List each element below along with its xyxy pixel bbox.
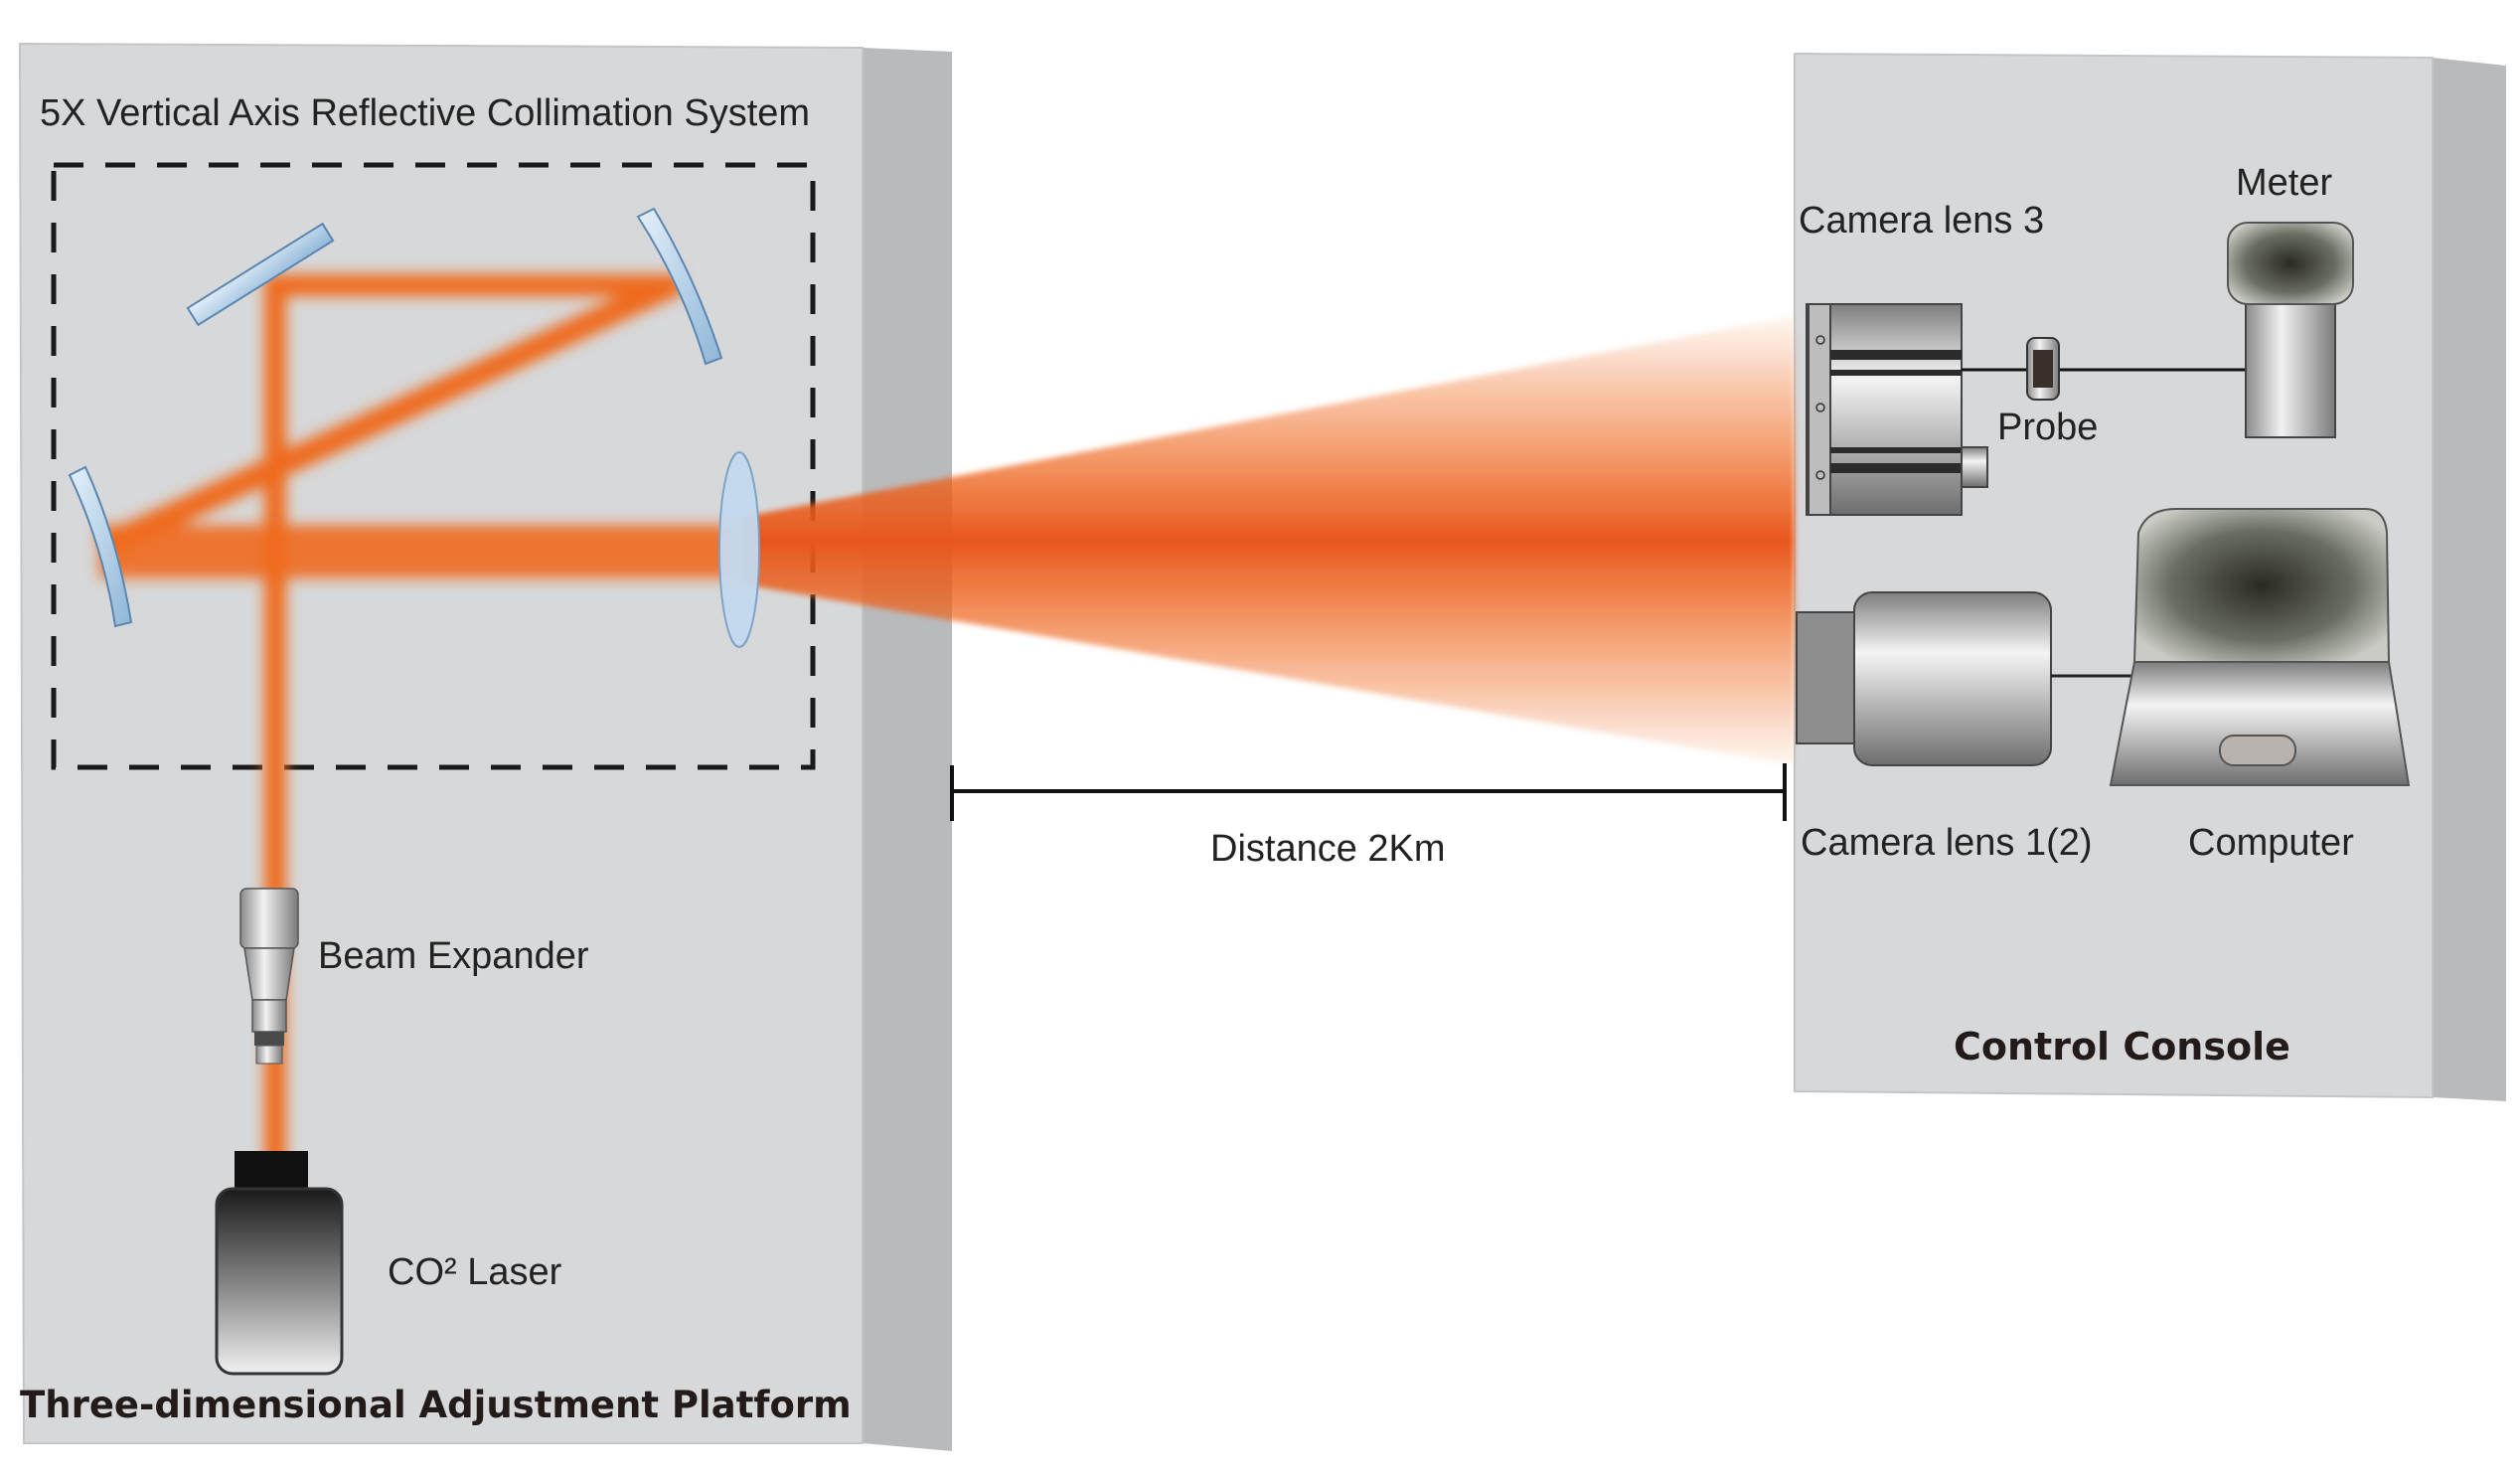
computer-label: Computer	[2188, 822, 2354, 864]
distance-label: Distance 2Km	[1210, 828, 1446, 870]
beam-expander-icon	[239, 888, 299, 1065]
camera-lens-3-icon	[1806, 303, 1988, 516]
platform-label: Three-dimensional Adjustment Platform	[20, 1384, 852, 1426]
beam-expander-label: Beam Expander	[318, 935, 589, 977]
camera-lens-1-2-icon	[1796, 591, 2052, 766]
probe-label: Probe	[1997, 407, 2098, 448]
mirror-top-left	[186, 222, 335, 327]
collimation-system-title: 5X Vertical Axis Reflective Collimation …	[40, 92, 810, 134]
top-horizontal-beam	[264, 274, 682, 296]
computer-icon	[2109, 508, 2411, 786]
co2-laser-icon	[215, 1151, 344, 1376]
camera-lens-1-2-label: Camera lens 1(2)	[1801, 822, 2093, 864]
distance-marker	[950, 763, 1787, 821]
mirror-top-right	[636, 207, 723, 366]
left-panel-side	[863, 48, 952, 1451]
left-platform-panel	[18, 42, 952, 1451]
cone-beam	[743, 316, 1795, 765]
meter-icon	[2227, 222, 2354, 438]
lower-horizontal-beam	[99, 525, 743, 578]
probe-icon	[2026, 337, 2060, 401]
meter-label: Meter	[2236, 162, 2332, 204]
collimating-lens	[718, 451, 760, 648]
mirror-left	[68, 465, 133, 628]
camera-lens-3-label: Camera lens 3	[1799, 200, 2044, 242]
internal-beams	[95, 272, 743, 1179]
left-panel-face	[18, 42, 864, 1444]
diagonal-beam	[95, 272, 686, 557]
control-console-label: Control Console	[1954, 1025, 2290, 1068]
co2-laser-label: CO² Laser	[388, 1251, 562, 1293]
output-beam-cone	[743, 316, 1795, 765]
right-panel-side	[2433, 58, 2506, 1101]
collimation-system-box	[51, 162, 816, 770]
